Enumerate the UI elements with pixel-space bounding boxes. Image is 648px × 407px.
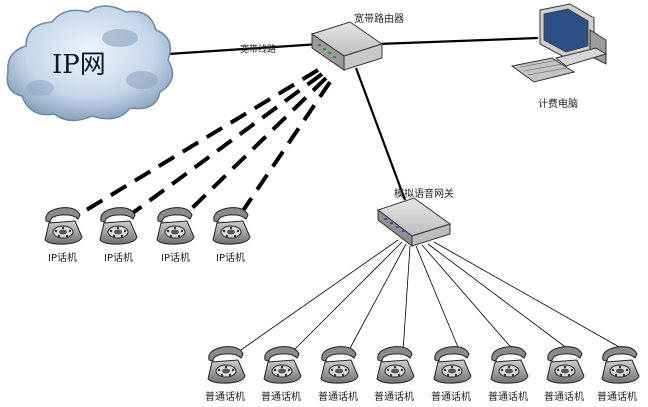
ip-phone-group: IP话机 IP话机 IP话机 IP话机 xyxy=(44,207,251,264)
analog-link-3 xyxy=(347,243,407,353)
ip-phone-label-2: IP话机 xyxy=(104,251,133,264)
ip-phone-links xyxy=(76,68,332,217)
analog-phone-group: 普通话机 普通话机 普通话机 普通话机 普通话机 普通话机 普通话机 普通话机 xyxy=(205,346,640,403)
telephone-icon xyxy=(433,346,472,384)
analog-link-1 xyxy=(237,239,399,353)
gateway-label: 模拟语音网关 xyxy=(394,187,454,200)
analog-phone-label-8: 普通话机 xyxy=(597,390,637,403)
analog-phone-label-3: 普通话机 xyxy=(318,390,358,403)
cloud-icon: IP网 xyxy=(6,5,174,122)
telephone-icon xyxy=(263,346,302,384)
telephone-icon xyxy=(546,346,585,384)
connections xyxy=(76,36,629,353)
computer-icon: 计费电脑 xyxy=(510,3,608,110)
analog-link-2 xyxy=(291,241,403,353)
ip-phone-label-4: IP话机 xyxy=(216,251,245,264)
router-icon: 宽带路由器 xyxy=(310,12,404,71)
cloud-router-link xyxy=(167,42,321,56)
link-label: 宽带线路 xyxy=(240,43,276,55)
telephone-icon xyxy=(212,207,251,245)
telephone-icon xyxy=(156,207,195,245)
telephone-icon xyxy=(207,346,246,384)
analog-link-5 xyxy=(415,245,461,353)
telephone-icon xyxy=(490,346,529,384)
ip-link-2 xyxy=(128,72,324,217)
analog-phone-label-4: 普通话机 xyxy=(374,390,414,403)
telephone-icon xyxy=(601,346,640,384)
analog-phone-label-1: 普通话机 xyxy=(205,390,245,403)
telephone-icon xyxy=(44,207,83,245)
analog-link-7 xyxy=(427,243,573,353)
analog-phone-label-2: 普通话机 xyxy=(261,390,301,403)
ip-link-1 xyxy=(76,68,320,217)
gateway-icon: 模拟语音网关 xyxy=(376,187,454,248)
router-gateway-link xyxy=(354,67,407,201)
router-label: 宽带路由器 xyxy=(354,12,404,25)
ip-link-3 xyxy=(183,76,328,217)
telephone-icon xyxy=(320,346,359,384)
analog-phone-label-5: 普通话机 xyxy=(431,390,471,403)
ip-phone-label-3: IP话机 xyxy=(161,251,190,264)
analog-phone-label-6: 普通话机 xyxy=(488,390,528,403)
analog-link-4 xyxy=(402,245,411,353)
telephone-icon xyxy=(99,207,138,245)
computer-label: 计费电脑 xyxy=(538,97,578,110)
analog-link-6 xyxy=(421,244,516,353)
analog-phone-links xyxy=(237,239,629,353)
analog-link-8 xyxy=(433,241,629,353)
telephone-icon xyxy=(376,346,415,384)
ip-phone-label-1: IP话机 xyxy=(48,251,77,264)
router-computer-link xyxy=(377,36,539,46)
cloud-label: IP网 xyxy=(52,50,106,80)
analog-phone-label-7: 普通话机 xyxy=(544,390,584,403)
